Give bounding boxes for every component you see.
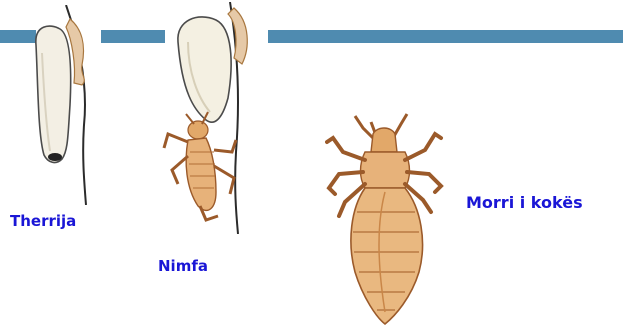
header-band-segment-2 xyxy=(101,30,165,43)
label-egg: Therrija xyxy=(10,212,76,230)
adult-head-louse-illustration xyxy=(325,112,450,327)
louse-nymph-illustration xyxy=(158,2,253,234)
louse-egg-illustration xyxy=(22,5,107,205)
header-band-segment-3 xyxy=(268,30,623,43)
label-adult: Morri i kokës xyxy=(466,193,583,212)
label-nymph: Nimfa xyxy=(158,257,208,275)
